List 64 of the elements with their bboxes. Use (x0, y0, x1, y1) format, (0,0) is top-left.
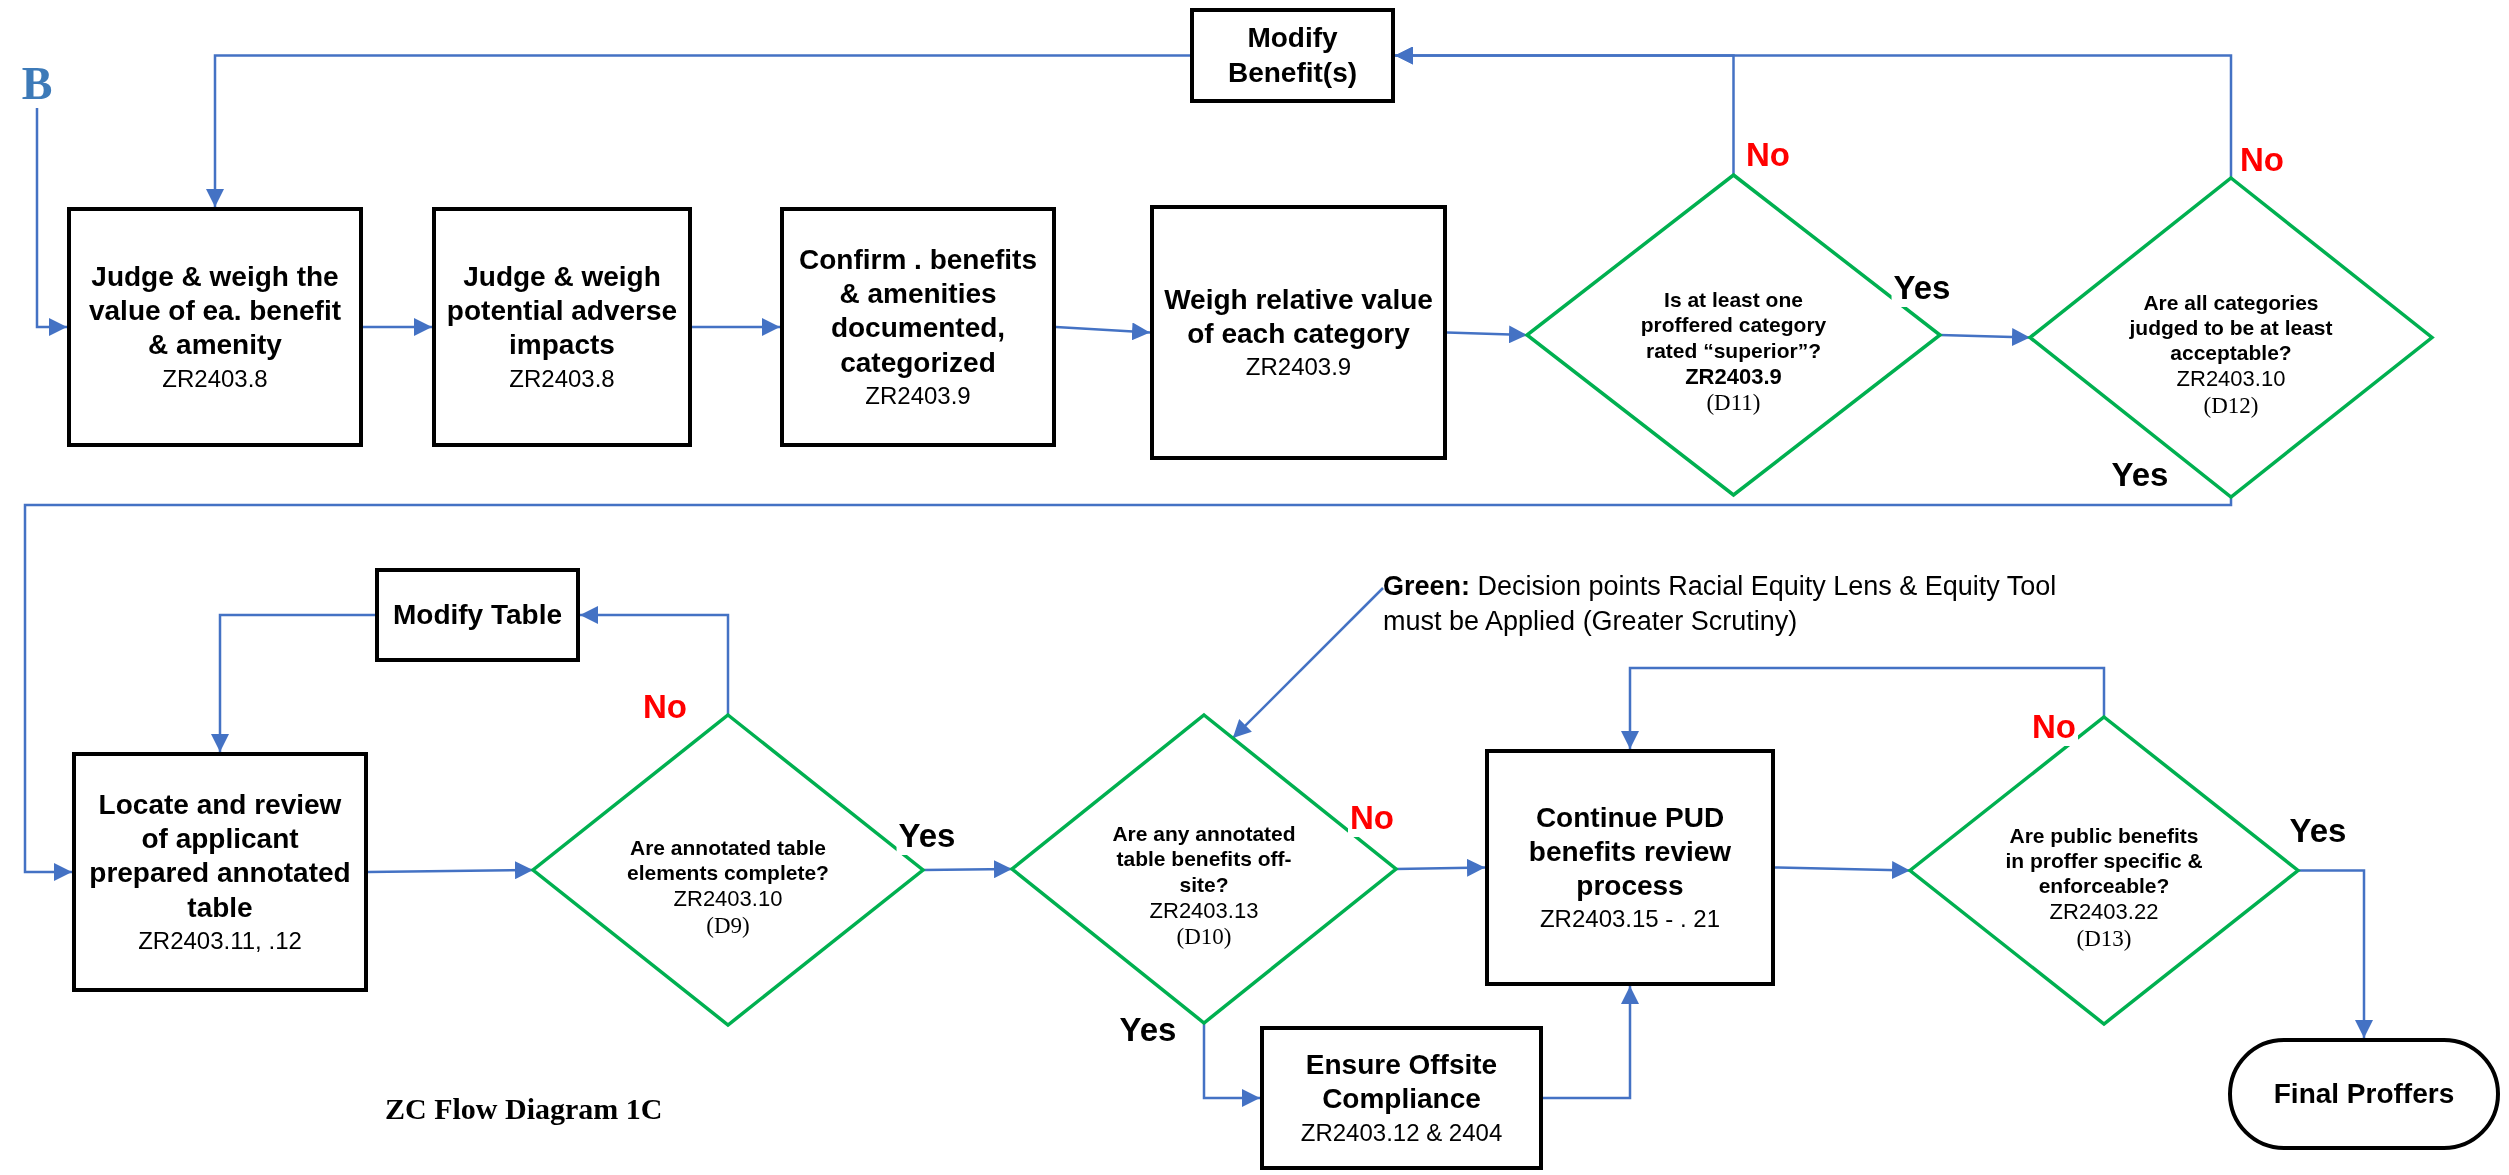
note-text: Green: Decision points Racial Equity Lens & Equity Tool must be Applied (Greater Scrutiny) (1383, 569, 2058, 638)
step-label: Ensure Offsite Compliance (1304, 1048, 1499, 1117)
process-box (1485, 749, 1775, 986)
flow-arrow (1055, 322, 1151, 341)
step-label: Final Proffers (2273, 1076, 2455, 1111)
step-label: Weigh relative value of each category (1163, 282, 1434, 351)
reference-code: ZR2403.8 (162, 363, 268, 394)
flow-arrow (1395, 46, 2233, 178)
connector-letter: B (21, 56, 53, 110)
flow-arrow (35, 108, 67, 336)
reference-code: ZR2403.22 (2049, 898, 2159, 926)
process-box (1190, 8, 1395, 103)
decision-code: (D11) (1706, 390, 1761, 417)
flow-arrow (1543, 986, 1639, 1100)
process-box (780, 207, 1056, 447)
decision-code: (D12) (2203, 392, 2259, 420)
step-label: Judge & weigh the value of ea. benefit & amenity (87, 260, 343, 363)
reference-code: ZR2403.9 (1685, 362, 1782, 391)
flow-arrow (692, 318, 780, 336)
flow-arrow (206, 54, 1190, 207)
step-label: Locate and review of applicant prepared annotated table (88, 788, 352, 925)
reference-code: ZR2403.9 (865, 380, 971, 411)
flow-arrow (2298, 869, 2373, 1038)
decision-code: (D9) (706, 912, 750, 940)
flow-arrow (580, 606, 730, 715)
reference-code: ZR2403.10 (673, 885, 783, 913)
process-box (72, 752, 368, 992)
reference-code: ZR2403.13 (1149, 896, 1259, 925)
decision-question: Are any annotated table benefits off-site? (1111, 821, 1297, 897)
reference-code: ZR2403.8 (509, 363, 615, 394)
leader-arrow (1231, 587, 1384, 739)
process-box (67, 207, 363, 447)
decision-diamond (2030, 178, 2432, 497)
process-box (432, 207, 692, 447)
flow-arrow (1621, 666, 2106, 749)
flow-arrow (211, 613, 375, 752)
process-box (1260, 1026, 1543, 1170)
flow-arrow (1395, 858, 1486, 877)
reference-code: ZR2403.12 & 2404 (1300, 1117, 1503, 1148)
step-label: Modify Table (392, 597, 562, 632)
flow-arrow (1446, 325, 1528, 344)
step-label: Judge & weigh potential adverse impacts (445, 260, 679, 363)
step-label: Confirm . benefits & amenities documented, categorized (798, 243, 1038, 380)
decision-code: (D13) (2076, 925, 2132, 953)
flow-arrow (1939, 328, 2031, 346)
decision-question: Is at least one proffered category rated “superior”? (1639, 287, 1828, 363)
flow-arrow (368, 861, 533, 880)
reference-code: ZR2403.15 - . 21 (1539, 904, 1721, 935)
flow-arrow (1202, 1023, 1260, 1107)
flow-arrow (1774, 861, 1911, 880)
decision-question: Are annotated table elements complete? (626, 834, 830, 886)
decision-question: Are public benefits in proffer specific & enforceable? (2004, 822, 2204, 899)
diagram-caption: ZC Flow Diagram 1C (385, 1092, 663, 1126)
reference-code: ZR2403.9 (1245, 352, 1352, 383)
reference-code: ZR2403.10 (2176, 365, 2286, 393)
decision-question: Are all categories judged to be at least acceptable? (2128, 289, 2334, 366)
process-box (375, 568, 580, 662)
flow-arrow (363, 318, 432, 336)
step-label: Modify Benefit(s) (1226, 21, 1359, 90)
step-label: Continue PUD benefits review process (1527, 800, 1733, 903)
reference-code: ZR2403.11, .12 (138, 925, 302, 956)
decision-code: (D10) (1176, 924, 1232, 951)
process-box (1150, 205, 1447, 460)
flow-arrow (923, 860, 1012, 879)
